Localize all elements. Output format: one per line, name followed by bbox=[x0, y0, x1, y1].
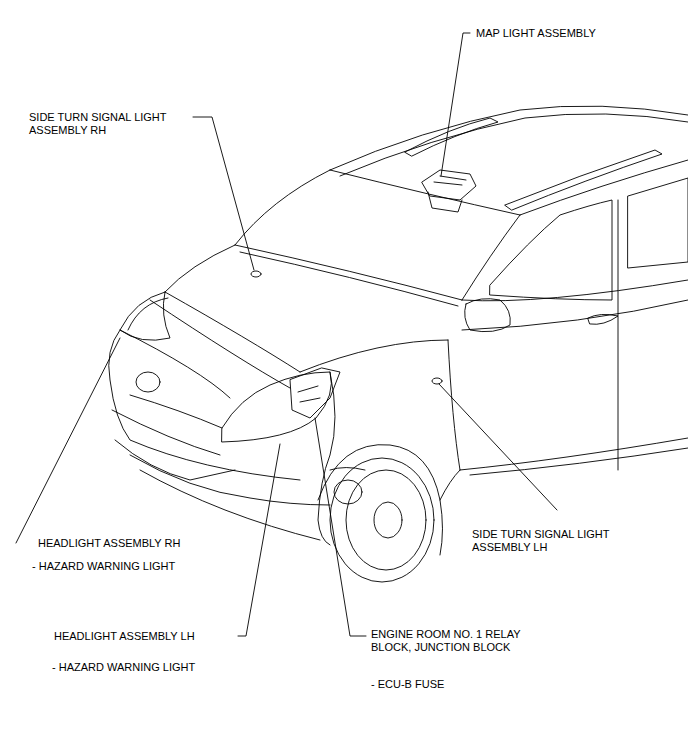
callout-label: SIDE TURN SIGNAL LIGHT ASSEMBLY LH bbox=[472, 528, 632, 554]
callout-label: HEADLIGHT ASSEMBLY RH bbox=[38, 537, 218, 550]
note-label: - HAZARD WARNING LIGHT bbox=[52, 661, 232, 674]
callout-label: HEADLIGHT ASSEMBLY LH bbox=[54, 630, 234, 643]
note-label: - ECU-B FUSE bbox=[371, 678, 531, 691]
callout-label: MAP LIGHT ASSEMBLY bbox=[476, 27, 676, 40]
callout-label: SIDE TURN SIGNAL LIGHT ASSEMBLY RH bbox=[29, 111, 199, 137]
note-label: - HAZARD WARNING LIGHT bbox=[32, 560, 212, 573]
callout-label: ENGINE ROOM NO. 1 RELAY BLOCK, JUNCTION … bbox=[371, 628, 551, 654]
